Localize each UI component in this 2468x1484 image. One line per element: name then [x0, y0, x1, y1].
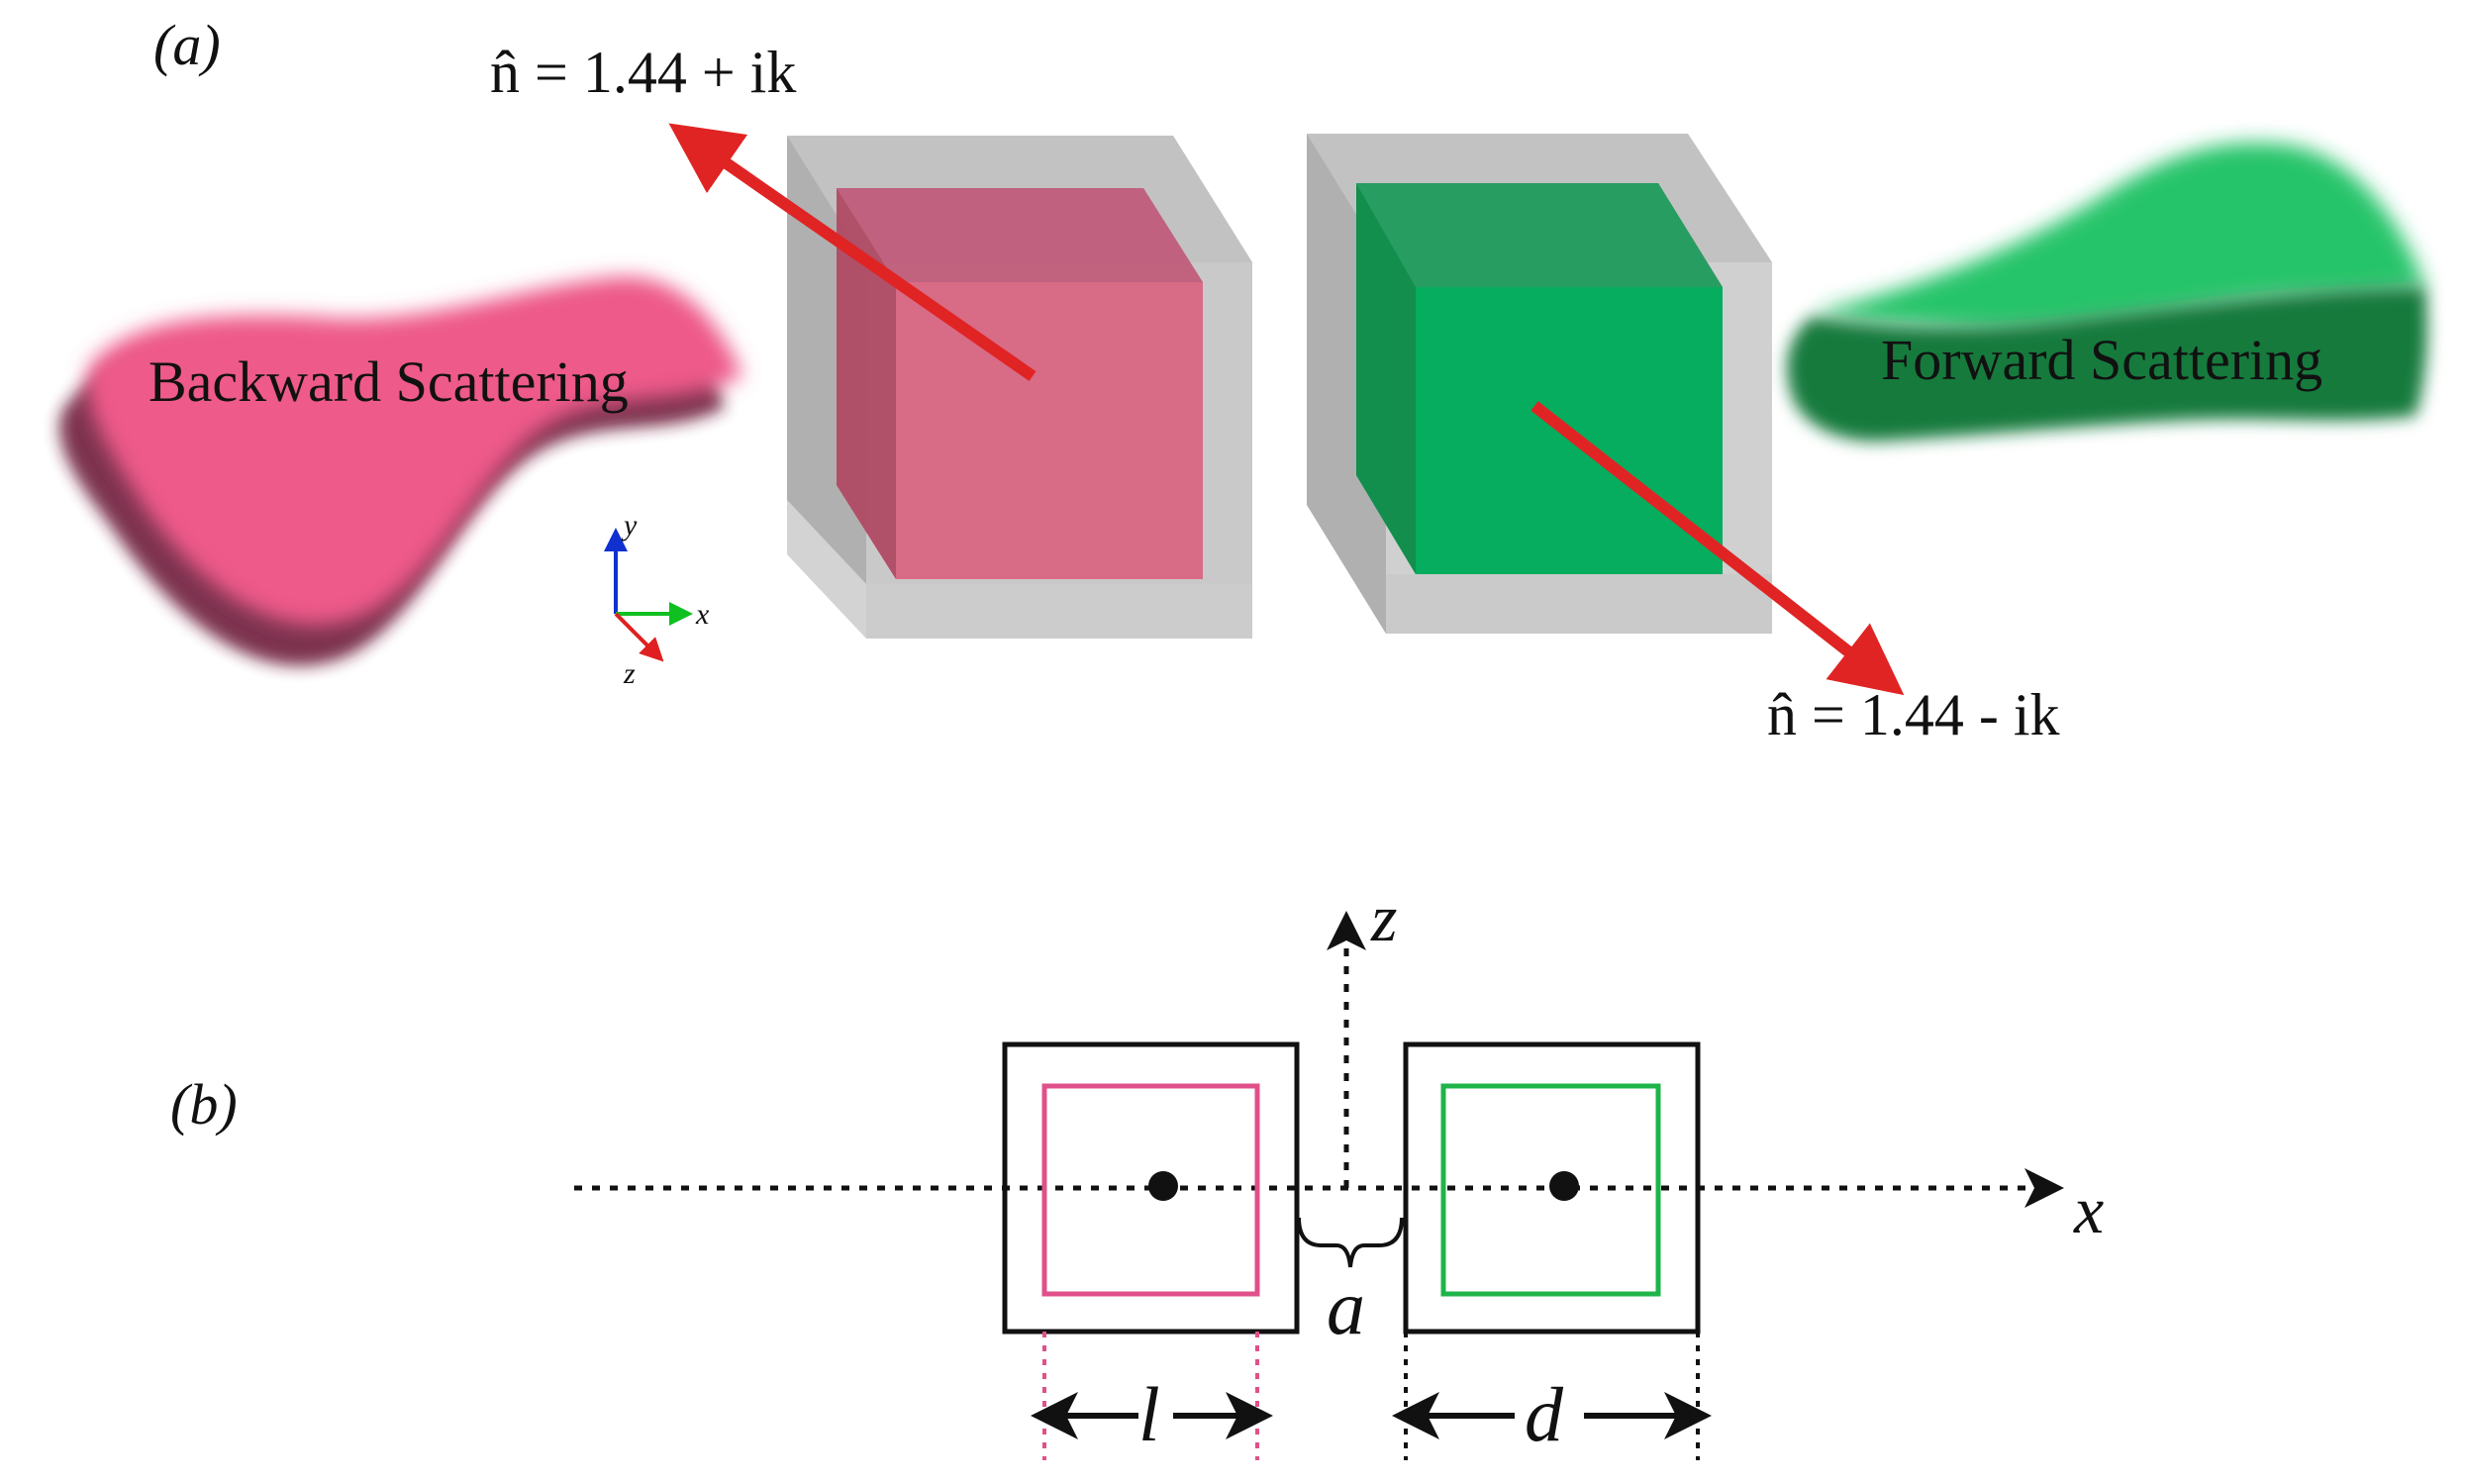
x-axis-label: x — [2073, 1172, 2104, 1247]
left-outer-square — [1002, 1041, 1300, 1335]
z-axis-label: z — [1370, 880, 1397, 955]
index-bottom-label: n̂ = 1.44 - ik — [1767, 682, 2060, 747]
triad-x-label: x — [695, 598, 710, 631]
forward-arrow — [1530, 401, 1905, 696]
axes-triad: y x z — [604, 509, 710, 690]
right-outer-square — [1403, 1041, 1701, 1335]
panel-a-label: (a) — [153, 13, 221, 77]
dim-a-label: a — [1327, 1264, 1365, 1350]
index-top-label: n̂ = 1.44 + ik — [490, 40, 796, 105]
panel-b: (b) x z a l d — [170, 880, 2104, 1460]
panel-a: (a) Backward Scattering Forward Scatteri… — [59, 13, 2427, 747]
forward-scattering-label: Forward Scattering — [1881, 328, 2322, 392]
gap-brace — [1297, 1217, 1404, 1268]
dim-d-label: d — [1525, 1371, 1564, 1457]
forward-scattering-lobe — [1787, 143, 2427, 442]
panel-b-label: (b) — [170, 1072, 238, 1137]
gain-cube — [787, 136, 1252, 639]
backward-scattering-label: Backward Scattering — [148, 349, 629, 414]
backward-scattering-lobe — [59, 276, 743, 666]
left-inner-square — [1041, 1083, 1260, 1297]
right-inner-square — [1440, 1083, 1661, 1297]
backward-arrow — [668, 123, 1037, 381]
dim-l-label: l — [1138, 1371, 1160, 1457]
loss-cube — [1307, 134, 1772, 634]
left-center-dot — [1148, 1171, 1178, 1201]
triad-z-label: z — [623, 657, 636, 690]
right-center-dot — [1549, 1171, 1579, 1201]
triad-y-label: y — [621, 509, 638, 542]
